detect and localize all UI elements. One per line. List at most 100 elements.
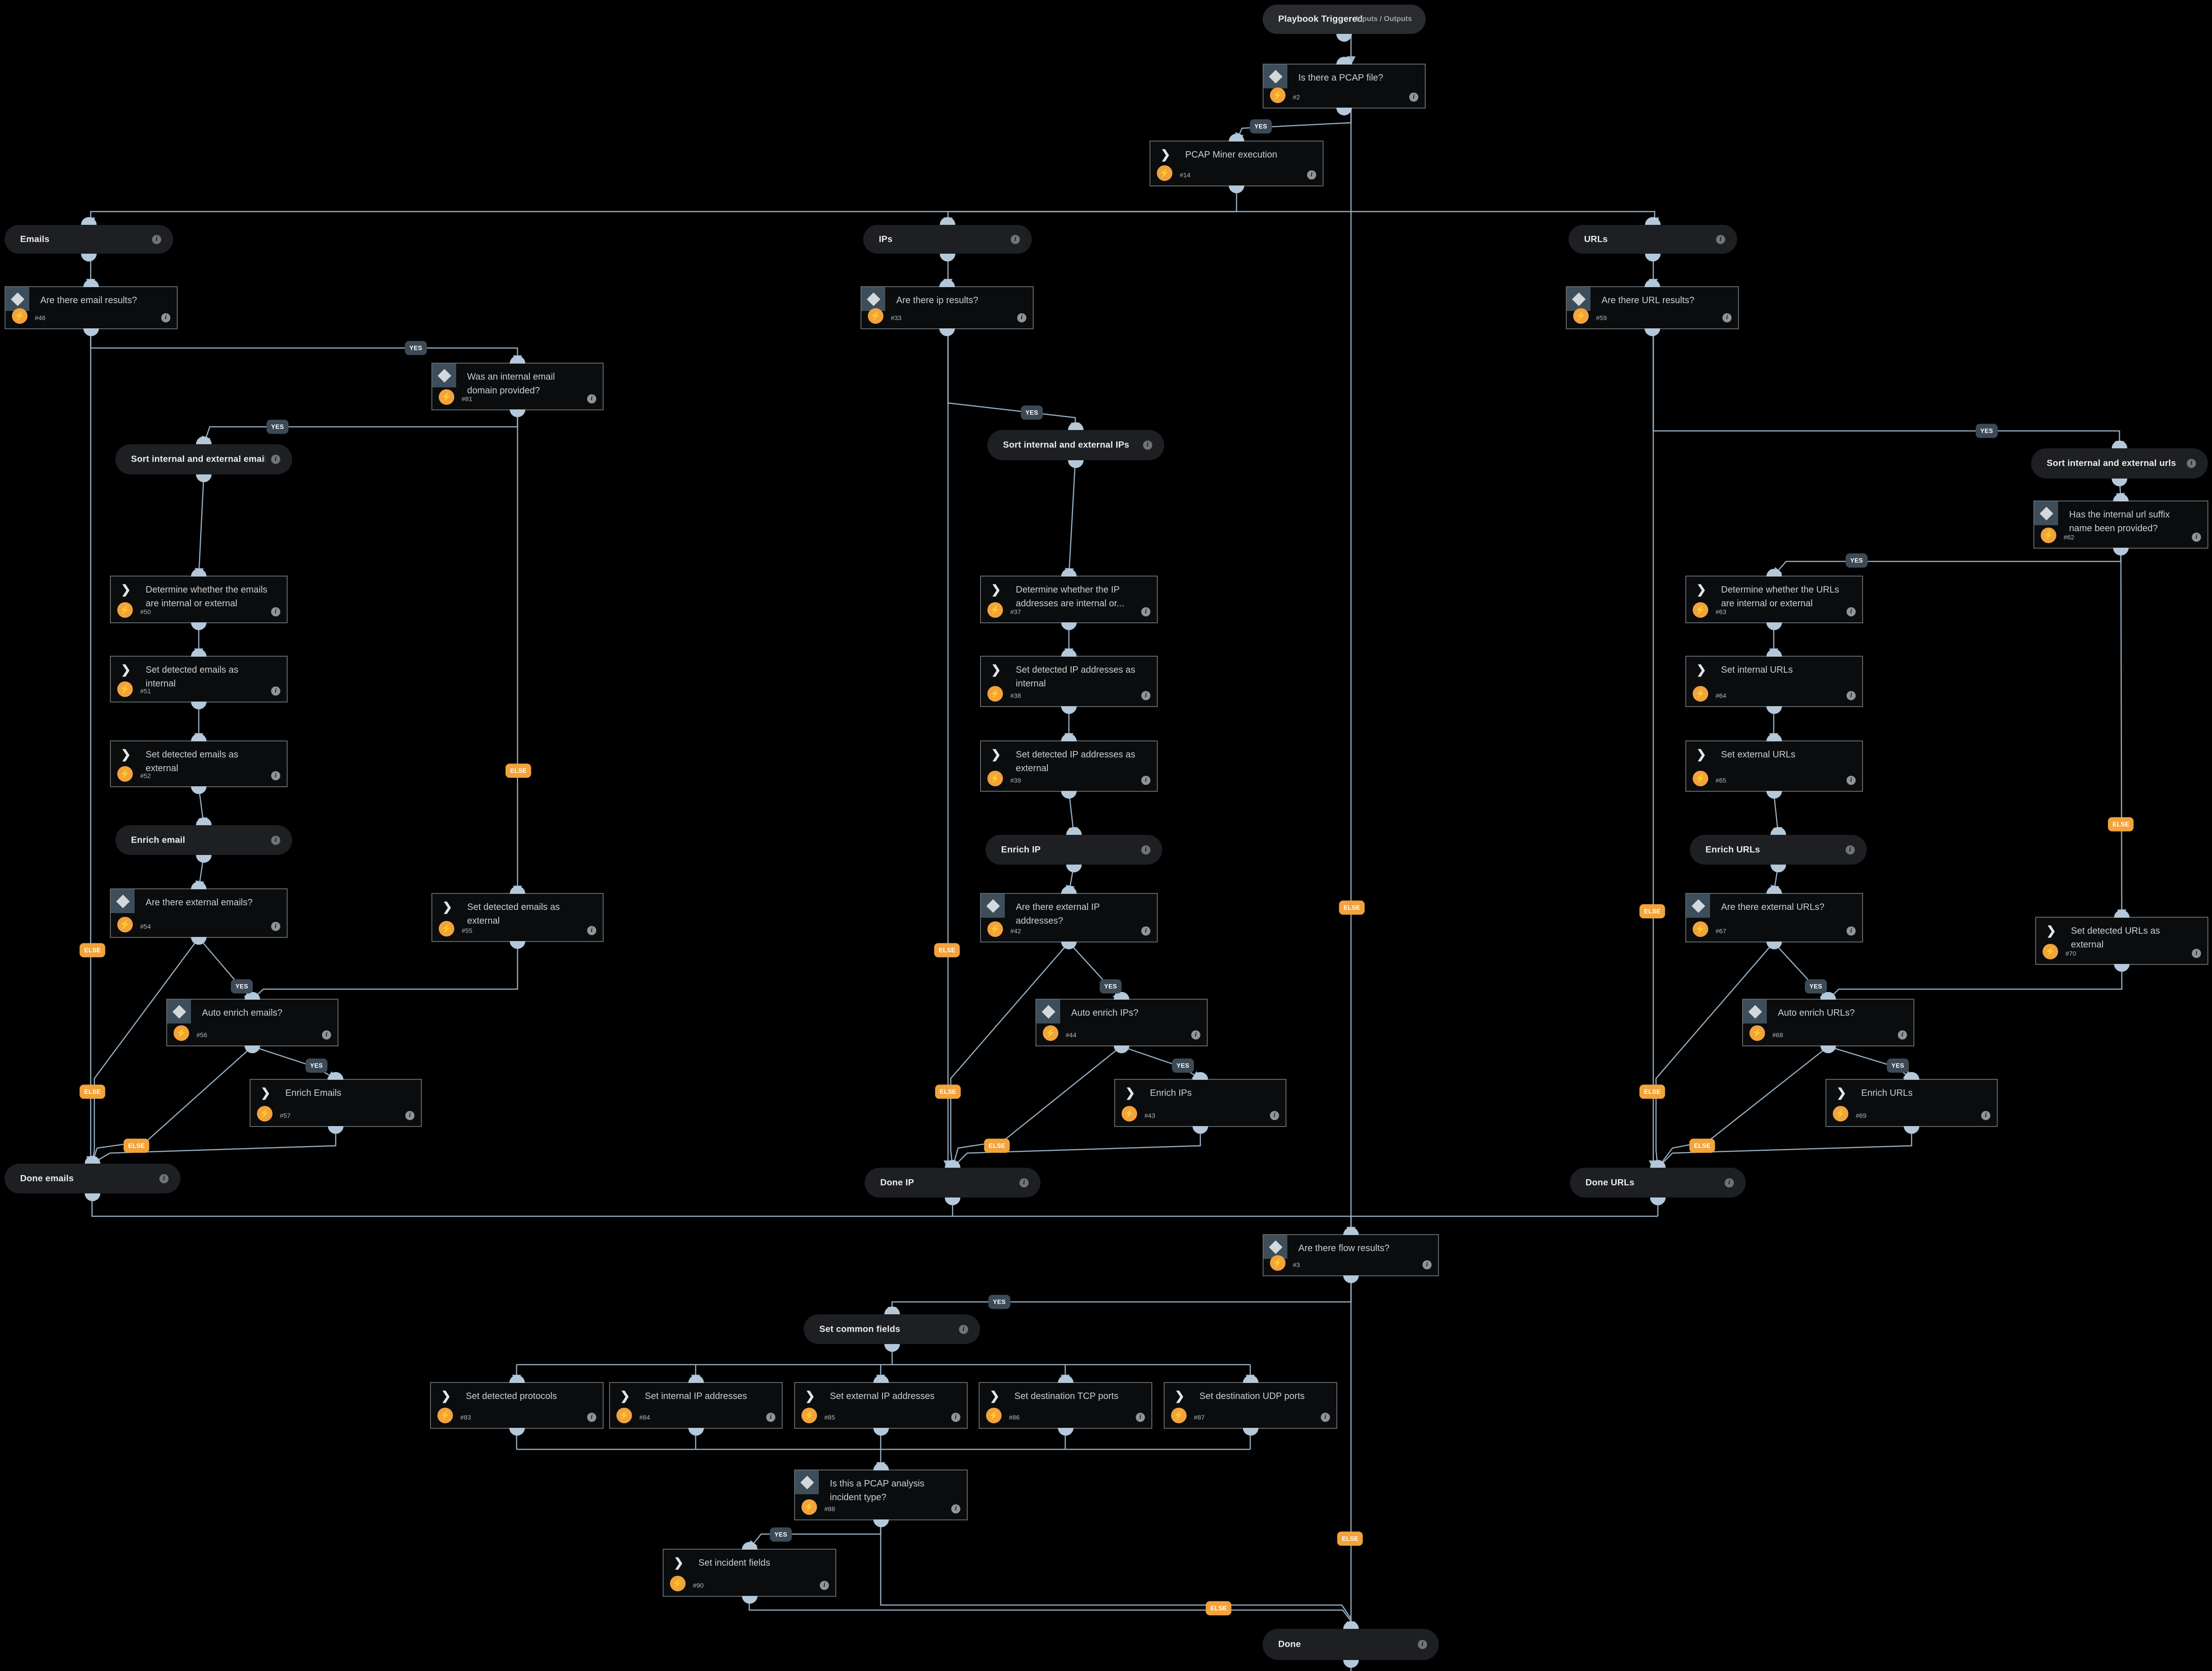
info-icon[interactable]: i xyxy=(1898,1030,1907,1040)
task-set-detected-ips-internal[interactable]: ❯ Set detected IP addresses as internal … xyxy=(980,649,1158,714)
info-icon[interactable]: i xyxy=(322,1030,331,1040)
task-enrich-urls[interactable]: ❯ Enrich URLs ⚡ #69 i xyxy=(1825,1072,1998,1134)
info-icon[interactable]: i xyxy=(1141,691,1150,700)
info-icon[interactable]: i xyxy=(1143,441,1152,450)
task-set-detected-emails-external-52[interactable]: ❯ Set detected emails as external ⚡ #52 … xyxy=(110,734,288,794)
section-enrich-urls[interactable]: Enrich URLs i xyxy=(1690,827,1867,872)
task-determine-urls-internal-external[interactable]: ❯ Determine whether the URLs are interna… xyxy=(1685,569,1863,630)
task-set-destination-udp-ports[interactable]: ❯ Set destination UDP ports ⚡ #87 i xyxy=(1164,1375,1337,1436)
section-sort-internal-external-ips[interactable]: Sort internal and external IPs i xyxy=(987,422,1164,468)
cond-was-an-internal-email-domain-provided[interactable]: Was an internal email domain provided? ⚡… xyxy=(431,356,604,417)
info-icon[interactable]: i xyxy=(951,1504,960,1513)
cond-has-internal-url-suffix[interactable]: Has the internal url suffix name been pr… xyxy=(2033,494,2208,555)
info-icon[interactable]: i xyxy=(1716,234,1725,244)
section-done-ip[interactable]: Done IP i xyxy=(865,1160,1041,1205)
inputs-outputs-label[interactable]: Inputs / Outputs xyxy=(1356,15,1412,23)
info-icon[interactable]: i xyxy=(1141,845,1150,855)
task-set-detected-urls-external[interactable]: ❯ Set detected URLs as external ⚡ #70 i xyxy=(2035,910,2208,972)
task-set-incident-fields[interactable]: ❯ Set incident fields ⚡ #90 i xyxy=(663,1542,836,1604)
task-set-detected-emails-external-55[interactable]: ❯ Set detected emails as external ⚡ #55 … xyxy=(431,886,604,949)
info-icon[interactable]: i xyxy=(271,607,280,616)
info-icon[interactable]: i xyxy=(951,1413,960,1422)
cond-are-there-url-results[interactable]: Are there URL results? ⚡ #59 i xyxy=(1566,279,1739,336)
task-set-external-ip-addresses[interactable]: ❯ Set external IP addresses ⚡ #85 i xyxy=(794,1375,968,1436)
info-icon[interactable]: i xyxy=(1846,845,1855,855)
cond-are-there-flow-results[interactable]: Are there flow results? ⚡ #3 i xyxy=(1263,1227,1439,1283)
section-set-common-fields[interactable]: Set common fields i xyxy=(804,1306,980,1352)
info-icon[interactable]: i xyxy=(271,771,280,780)
info-icon[interactable]: i xyxy=(1191,1030,1200,1040)
section-sort-internal-external-urls[interactable]: Sort internal and external urls i xyxy=(2031,441,2208,486)
info-icon[interactable]: i xyxy=(587,394,596,403)
cond-are-there-external-urls[interactable]: Are there external URLs? ⚡ #67 i xyxy=(1685,886,1863,949)
info-icon[interactable]: i xyxy=(1422,1260,1432,1269)
info-icon[interactable]: i xyxy=(1011,234,1020,244)
section-done-urls[interactable]: Done URLs i xyxy=(1570,1160,1746,1205)
cond-auto-enrich-emails[interactable]: Auto enrich emails? ⚡ #56 i xyxy=(166,992,338,1053)
info-icon[interactable]: i xyxy=(2187,459,2196,468)
info-icon[interactable]: i xyxy=(159,1174,169,1183)
section-emails[interactable]: Emails i xyxy=(5,217,173,261)
info-icon[interactable]: i xyxy=(1847,926,1856,936)
task-set-external-urls[interactable]: ❯ Set external URLs ⚡ #65 i xyxy=(1685,734,1863,799)
info-icon[interactable]: i xyxy=(271,686,280,696)
info-icon[interactable]: i xyxy=(766,1413,775,1422)
info-icon[interactable]: i xyxy=(820,1581,829,1590)
info-icon[interactable]: i xyxy=(1307,170,1316,180)
cond-are-there-external-emails[interactable]: Are there external emails? ⚡ #54 i xyxy=(110,882,288,945)
task-set-detected-protocols[interactable]: ❯ Set detected protocols ⚡ #83 i xyxy=(430,1375,604,1436)
info-icon[interactable]: i xyxy=(161,313,170,322)
info-icon[interactable]: i xyxy=(959,1324,968,1334)
task-enrich-emails[interactable]: ❯ Enrich Emails ⚡ #57 i xyxy=(250,1072,422,1134)
info-icon[interactable]: i xyxy=(2192,949,2201,958)
info-icon[interactable]: i xyxy=(152,234,161,244)
section-urls[interactable]: URLs i xyxy=(1569,217,1737,261)
section-enrich-ip[interactable]: Enrich IP i xyxy=(986,827,1162,872)
info-icon[interactable]: i xyxy=(1141,776,1150,785)
task-determine-ips-internal-external[interactable]: ❯ Determine whether the IP addresses are… xyxy=(980,569,1158,630)
info-icon[interactable]: i xyxy=(1725,1178,1734,1187)
task-set-internal-ip-addresses[interactable]: ❯ Set internal IP addresses ⚡ #84 i xyxy=(609,1375,783,1436)
section-sort-internal-external-emails[interactable]: Sort internal and external emails i xyxy=(115,436,292,482)
start-playbook-triggered[interactable]: Playbook Triggered Inputs / Outputs xyxy=(1263,5,1426,42)
task-determine-emails-internal-external[interactable]: ❯ Determine whether the emails are inter… xyxy=(110,569,288,630)
info-icon[interactable]: i xyxy=(405,1111,414,1120)
info-icon[interactable]: i xyxy=(1847,607,1856,616)
section-enrich-email[interactable]: Enrich email i xyxy=(115,817,292,863)
info-icon[interactable]: i xyxy=(1847,691,1856,700)
cond-is-this-pcap-analysis-incident-type[interactable]: Is this a PCAP analysis incident type? ⚡… xyxy=(794,1463,968,1527)
task-pcap-miner-execution[interactable]: ❯ PCAP Miner execution ⚡ #14 i xyxy=(1150,134,1324,193)
task-set-destination-tcp-ports[interactable]: ❯ Set destination TCP ports ⚡ #86 i xyxy=(979,1375,1152,1436)
task-set-detected-ips-external[interactable]: ❯ Set detected IP addresses as external … xyxy=(980,734,1158,799)
info-icon[interactable]: i xyxy=(1321,1413,1330,1422)
task-set-detected-emails-internal[interactable]: ❯ Set detected emails as internal ⚡ #51 … xyxy=(110,649,288,709)
info-icon[interactable]: i xyxy=(1270,1111,1279,1120)
info-icon[interactable]: i xyxy=(587,926,596,935)
section-done-emails[interactable]: Done emails i xyxy=(5,1156,180,1201)
cond-is-there-a-pcap-file[interactable]: Is there a PCAP file? ⚡ #2 i xyxy=(1263,57,1426,115)
section-ips[interactable]: IPs i xyxy=(863,217,1032,261)
info-icon[interactable]: i xyxy=(1722,313,1732,322)
cond-are-there-ip-results[interactable]: Are there ip results? ⚡ #33 i xyxy=(861,279,1034,336)
info-icon[interactable]: i xyxy=(271,835,280,845)
info-icon[interactable]: i xyxy=(587,1413,596,1422)
info-icon[interactable]: i xyxy=(271,922,280,931)
info-icon[interactable]: i xyxy=(1409,93,1418,102)
cond-are-there-email-results[interactable]: Are there email results? ⚡ #46 i xyxy=(5,279,178,336)
cond-auto-enrich-ips[interactable]: Auto enrich IPs? ⚡ #44 i xyxy=(1035,992,1208,1053)
info-icon[interactable]: i xyxy=(1141,926,1150,936)
cond-auto-enrich-urls[interactable]: Auto enrich URLs? ⚡ #68 i xyxy=(1742,992,1914,1053)
task-set-internal-urls[interactable]: ❯ Set internal URLs ⚡ #64 i xyxy=(1685,649,1863,714)
cond-are-there-external-ip-addresses[interactable]: Are there external IP addresses? ⚡ #42 i xyxy=(980,886,1158,949)
info-icon[interactable]: i xyxy=(1981,1111,1990,1120)
info-icon[interactable]: i xyxy=(2192,533,2201,542)
info-icon[interactable]: i xyxy=(271,455,280,464)
info-icon[interactable]: i xyxy=(1418,1640,1427,1649)
info-icon[interactable]: i xyxy=(1847,776,1856,785)
info-icon[interactable]: i xyxy=(1136,1413,1145,1422)
info-icon[interactable]: i xyxy=(1019,1178,1029,1187)
info-icon[interactable]: i xyxy=(1141,607,1150,616)
info-icon[interactable]: i xyxy=(1017,313,1026,322)
section-done[interactable]: Done i xyxy=(1263,1621,1439,1668)
